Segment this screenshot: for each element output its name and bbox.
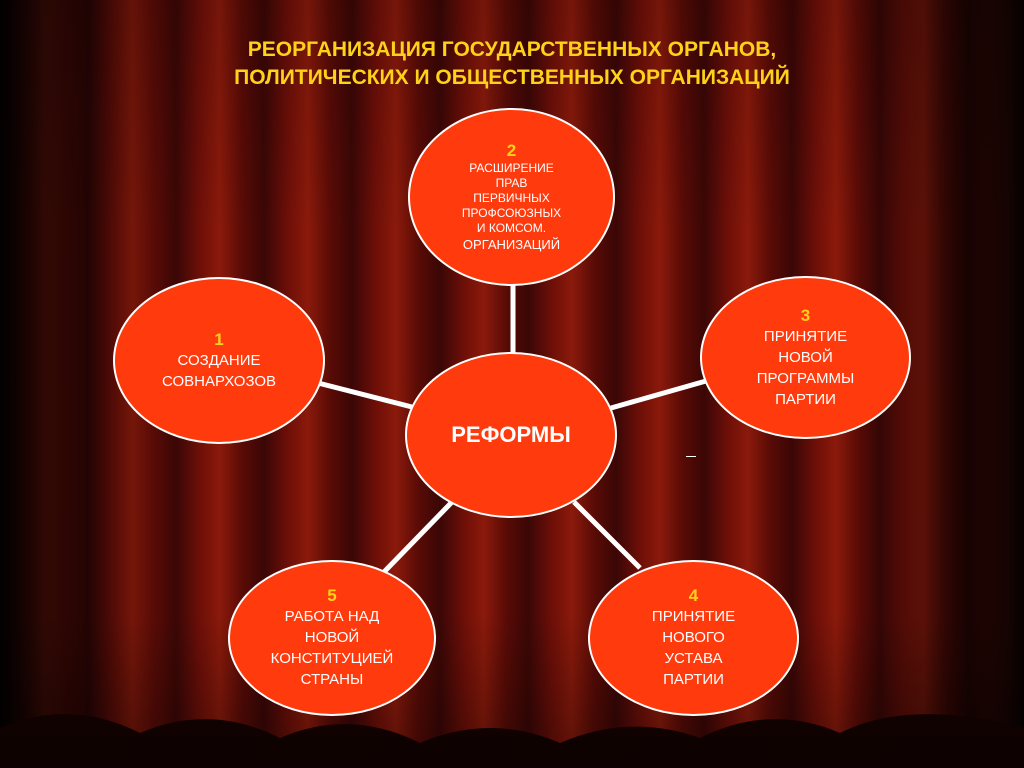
node-4-party-statute: 4 ПРИНЯТИЕ НОВОГО УСТАВА ПАРТИИ	[588, 560, 799, 716]
node-4-number: 4	[688, 586, 699, 605]
connector-center-to-node-1	[317, 380, 413, 410]
node-4-label: ПРИНЯТИЕ НОВОГО УСТАВА ПАРТИИ	[651, 608, 736, 688]
connector-center-to-node-4	[572, 500, 642, 570]
stray-dash-mark	[686, 456, 696, 457]
node-5-constitution: 5 РАБОТА НАД НОВОЙ КОНСТИТУЦИЕЙ СТРАНЫ	[228, 560, 436, 716]
node-3-party-program: 3 ПРИНЯТИЕ НОВОЙ ПРОГРАММЫ ПАРТИИ	[700, 276, 911, 439]
connector-center-to-node-5	[382, 500, 454, 574]
node-3-number: 3	[800, 305, 811, 325]
title-line-1: РЕОРГАНИЗАЦИЯ ГОСУДАРСТВЕННЫХ ОРГАНОВ,	[247, 38, 777, 61]
title-line-2: ПОЛИТИЧЕСКИХ И ОБЩЕСТВЕННЫХ ОРГАНИЗАЦИЙ	[234, 66, 790, 89]
curtain-valance	[0, 714, 1024, 768]
node-1-sovnarkhoz: 1 СОЗДАНИЕ СОВНАРХОЗОВ	[113, 277, 325, 444]
node-1-number: 1	[214, 329, 224, 349]
node-5-number: 5	[327, 586, 337, 605]
connector-center-to-node-3	[610, 378, 707, 411]
node-3-label: ПРИНЯТИЕ НОВОЙ ПРОГРАММЫ ПАРТИИ	[756, 327, 855, 408]
slide-title: РЕОРГАНИЗАЦИЯ ГОСУДАРСТВЕННЫХ ОРГАНОВ, П…	[0, 36, 1024, 92]
node-2-label: РАСШИРЕНИЕ ПРАВ ПЕРВИЧНЫХ ПРОФСОЮЗНЫХ И …	[461, 161, 562, 235]
center-node-reforms: РЕФОРМЫ	[405, 352, 617, 518]
node-2-trade-union-rights: 2 РАСШИРЕНИЕ ПРАВ ПЕРВИЧНЫХ ПРОФСОЮЗНЫХ …	[408, 108, 615, 286]
node-1-label: СОЗДАНИЕ СОВНАРХОЗОВ	[161, 351, 277, 390]
node-2-number: 2	[506, 141, 517, 160]
node-2-label-last: ОРГАНИЗАЦИЙ	[462, 237, 561, 252]
center-label: РЕФОРМЫ	[451, 422, 571, 447]
node-5-label: РАБОТА НАД НОВОЙ КОНСТИТУЦИЕЙ СТРАНЫ	[270, 608, 394, 688]
